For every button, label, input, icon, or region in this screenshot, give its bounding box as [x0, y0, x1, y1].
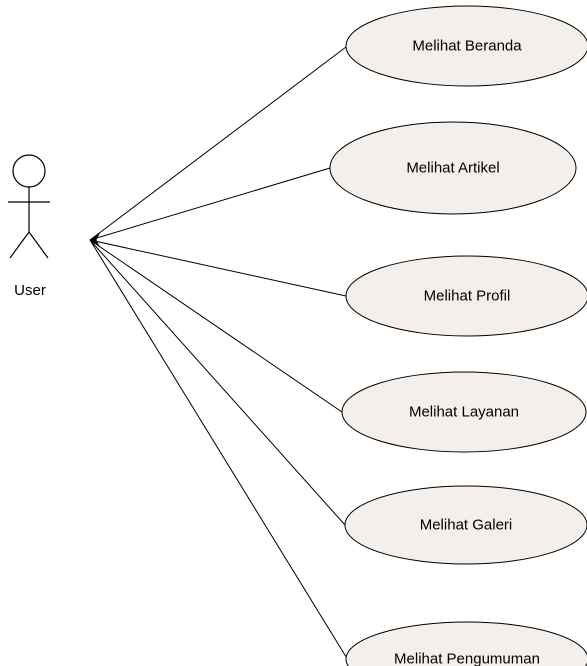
- use-case-ellipse: [329, 121, 577, 215]
- actor-left-leg: [9, 231, 30, 259]
- use-case-label: Melihat Profil: [424, 288, 511, 305]
- use-case-galeri: Melihat Galeri: [344, 485, 587, 565]
- actor-label: User: [14, 282, 46, 299]
- use-case-label: Melihat Beranda: [412, 38, 522, 55]
- use-case-artikel: Melihat Artikel: [329, 121, 577, 215]
- association-line-profil: [89, 239, 347, 297]
- association-line-beranda: [89, 46, 347, 241]
- use-case-ellipse: [345, 621, 587, 666]
- use-case-label: Melihat Pengumuman: [394, 651, 540, 666]
- use-case-pengumuman: Melihat Pengumuman: [345, 621, 587, 666]
- use-case-label: Melihat Galeri: [420, 517, 513, 534]
- association-line-pengumuman: [89, 239, 349, 661]
- arrowhead: [89, 232, 101, 248]
- association-line-artikel: [89, 167, 331, 241]
- use-case-ellipse: [344, 485, 587, 565]
- use-case-layanan: Melihat Layanan: [341, 371, 587, 453]
- use-case-profil: Melihat Profil: [345, 255, 587, 337]
- use-case-label: Melihat Layanan: [409, 404, 519, 421]
- association-line-galeri: [89, 239, 346, 526]
- use-case-beranda: Melihat Beranda: [345, 5, 587, 87]
- use-case-ellipse: [341, 371, 587, 453]
- actor-user: User: [8, 154, 50, 299]
- use-case-ellipse: [345, 5, 587, 87]
- use-case-label: Melihat Artikel: [406, 160, 499, 177]
- actor-right-leg: [28, 231, 49, 259]
- actor-head: [12, 154, 46, 188]
- associations: [89, 46, 349, 661]
- use-case-ellipse: [345, 255, 587, 337]
- association-line-layanan: [89, 239, 343, 413]
